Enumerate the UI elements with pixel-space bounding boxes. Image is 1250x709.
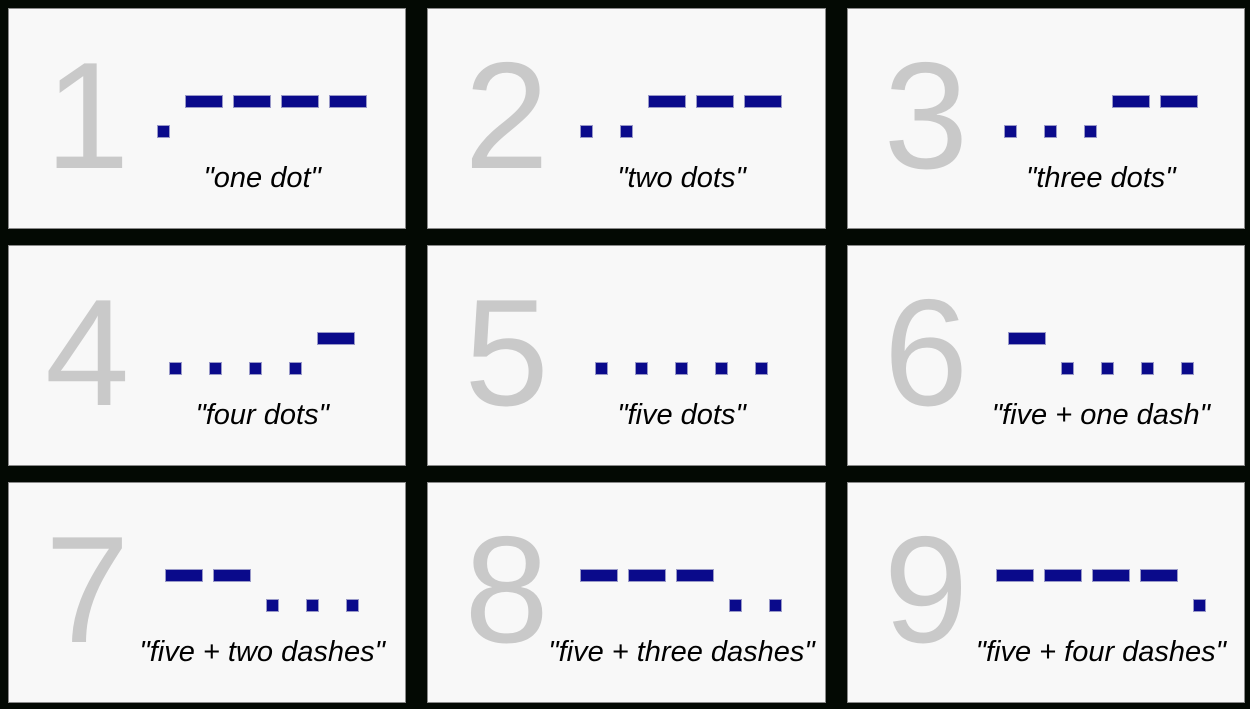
digit-label: 2 — [464, 30, 549, 201]
morse-dot — [1180, 361, 1194, 375]
card-content: "four dots" — [135, 331, 389, 432]
card-content: "two dots" — [554, 94, 808, 195]
caption-text: "five + two dashes" — [139, 635, 385, 668]
morse-dash — [1139, 568, 1178, 582]
card-content: "five dots" — [554, 332, 808, 432]
morse-dash — [580, 568, 619, 582]
morse-dot — [209, 361, 223, 375]
morse-dot — [729, 598, 743, 612]
morse-dot — [580, 124, 594, 138]
digit-label: 4 — [45, 267, 130, 438]
digit-label: 5 — [464, 267, 549, 438]
card-digit-7: 7 "five + two dashes" — [8, 482, 407, 703]
morse-dot — [714, 361, 728, 375]
morse-sequence — [995, 568, 1206, 612]
morse-sequence — [580, 94, 783, 138]
morse-dot — [266, 598, 280, 612]
caption-text: "one dot" — [203, 161, 321, 194]
morse-sequence — [580, 568, 783, 612]
morse-dot — [169, 361, 183, 375]
morse-dot — [1140, 361, 1154, 375]
card-content: "one dot" — [135, 94, 389, 195]
morse-sequence — [165, 568, 360, 612]
card-digit-4: 4 "four dots" — [8, 245, 407, 466]
digit-label: 6 — [883, 267, 969, 438]
morse-dot — [1100, 361, 1114, 375]
digit-label: 8 — [464, 504, 549, 675]
caption-text: "three dots" — [1026, 161, 1176, 194]
morse-dot — [674, 361, 688, 375]
morse-sequence — [1003, 94, 1198, 138]
morse-dash — [233, 94, 272, 108]
caption-text: "five + four dashes" — [975, 635, 1226, 668]
morse-dash — [1111, 94, 1150, 108]
caption-text: "five + three dashes" — [548, 635, 815, 668]
digit-label: 9 — [883, 504, 969, 675]
card-content: "five + one dash" — [974, 331, 1228, 432]
morse-dot — [1060, 361, 1074, 375]
morse-dot — [1043, 124, 1057, 138]
card-digit-9: 9 "five + four dashes" — [846, 482, 1245, 703]
morse-dash — [995, 568, 1034, 582]
card-content: "three dots" — [974, 94, 1228, 195]
morse-dash — [744, 94, 783, 108]
card-digit-2: 2 "two dots" — [427, 8, 826, 229]
morse-dot — [769, 598, 783, 612]
caption-text: "four dots" — [195, 398, 329, 431]
morse-dash — [676, 568, 715, 582]
card-digit-1: 1 "one dot" — [8, 8, 407, 229]
caption-text: "two dots" — [617, 161, 746, 194]
morse-dot — [249, 361, 263, 375]
card-content: "five + three dashes" — [548, 568, 815, 669]
morse-dash — [317, 331, 356, 345]
morse-dash — [213, 568, 252, 582]
morse-dot — [1003, 124, 1017, 138]
morse-dash — [648, 94, 687, 108]
morse-dot — [346, 598, 360, 612]
card-digit-6: 6 "five + one dash" — [846, 245, 1245, 466]
morse-dot — [594, 361, 608, 375]
card-digit-5: 5 "five dots" — [427, 245, 826, 466]
caption-text: "five dots" — [617, 398, 746, 431]
morse-dash — [1091, 568, 1130, 582]
morse-dot — [620, 124, 634, 138]
morse-dot — [306, 598, 320, 612]
morse-dash — [696, 94, 735, 108]
digit-label: 7 — [45, 504, 130, 675]
morse-dash — [329, 94, 368, 108]
morse-dot — [754, 361, 768, 375]
morse-dot — [157, 124, 171, 138]
morse-dash — [1007, 331, 1046, 345]
morse-dash — [185, 94, 224, 108]
morse-sequence — [1007, 331, 1194, 375]
morse-sequence — [169, 331, 356, 375]
morse-sequence — [594, 332, 768, 375]
morse-sequence — [157, 94, 368, 138]
morse-dot — [1083, 124, 1097, 138]
card-content: "five + four dashes" — [974, 568, 1228, 669]
morse-dot — [634, 361, 648, 375]
morse-dash — [1159, 94, 1198, 108]
morse-dash — [165, 568, 204, 582]
card-content: "five + two dashes" — [135, 568, 389, 669]
card-digit-8: 8 "five + three dashes" — [427, 482, 826, 703]
morse-dot — [1192, 598, 1206, 612]
morse-dash — [281, 94, 320, 108]
card-digit-3: 3 "three dots" — [846, 8, 1245, 229]
caption-text: "five + one dash" — [991, 398, 1210, 431]
digit-label: 3 — [883, 30, 969, 201]
morse-dot — [289, 361, 303, 375]
morse-dash — [1043, 568, 1082, 582]
digit-label: 1 — [45, 30, 130, 201]
morse-dash — [628, 568, 667, 582]
